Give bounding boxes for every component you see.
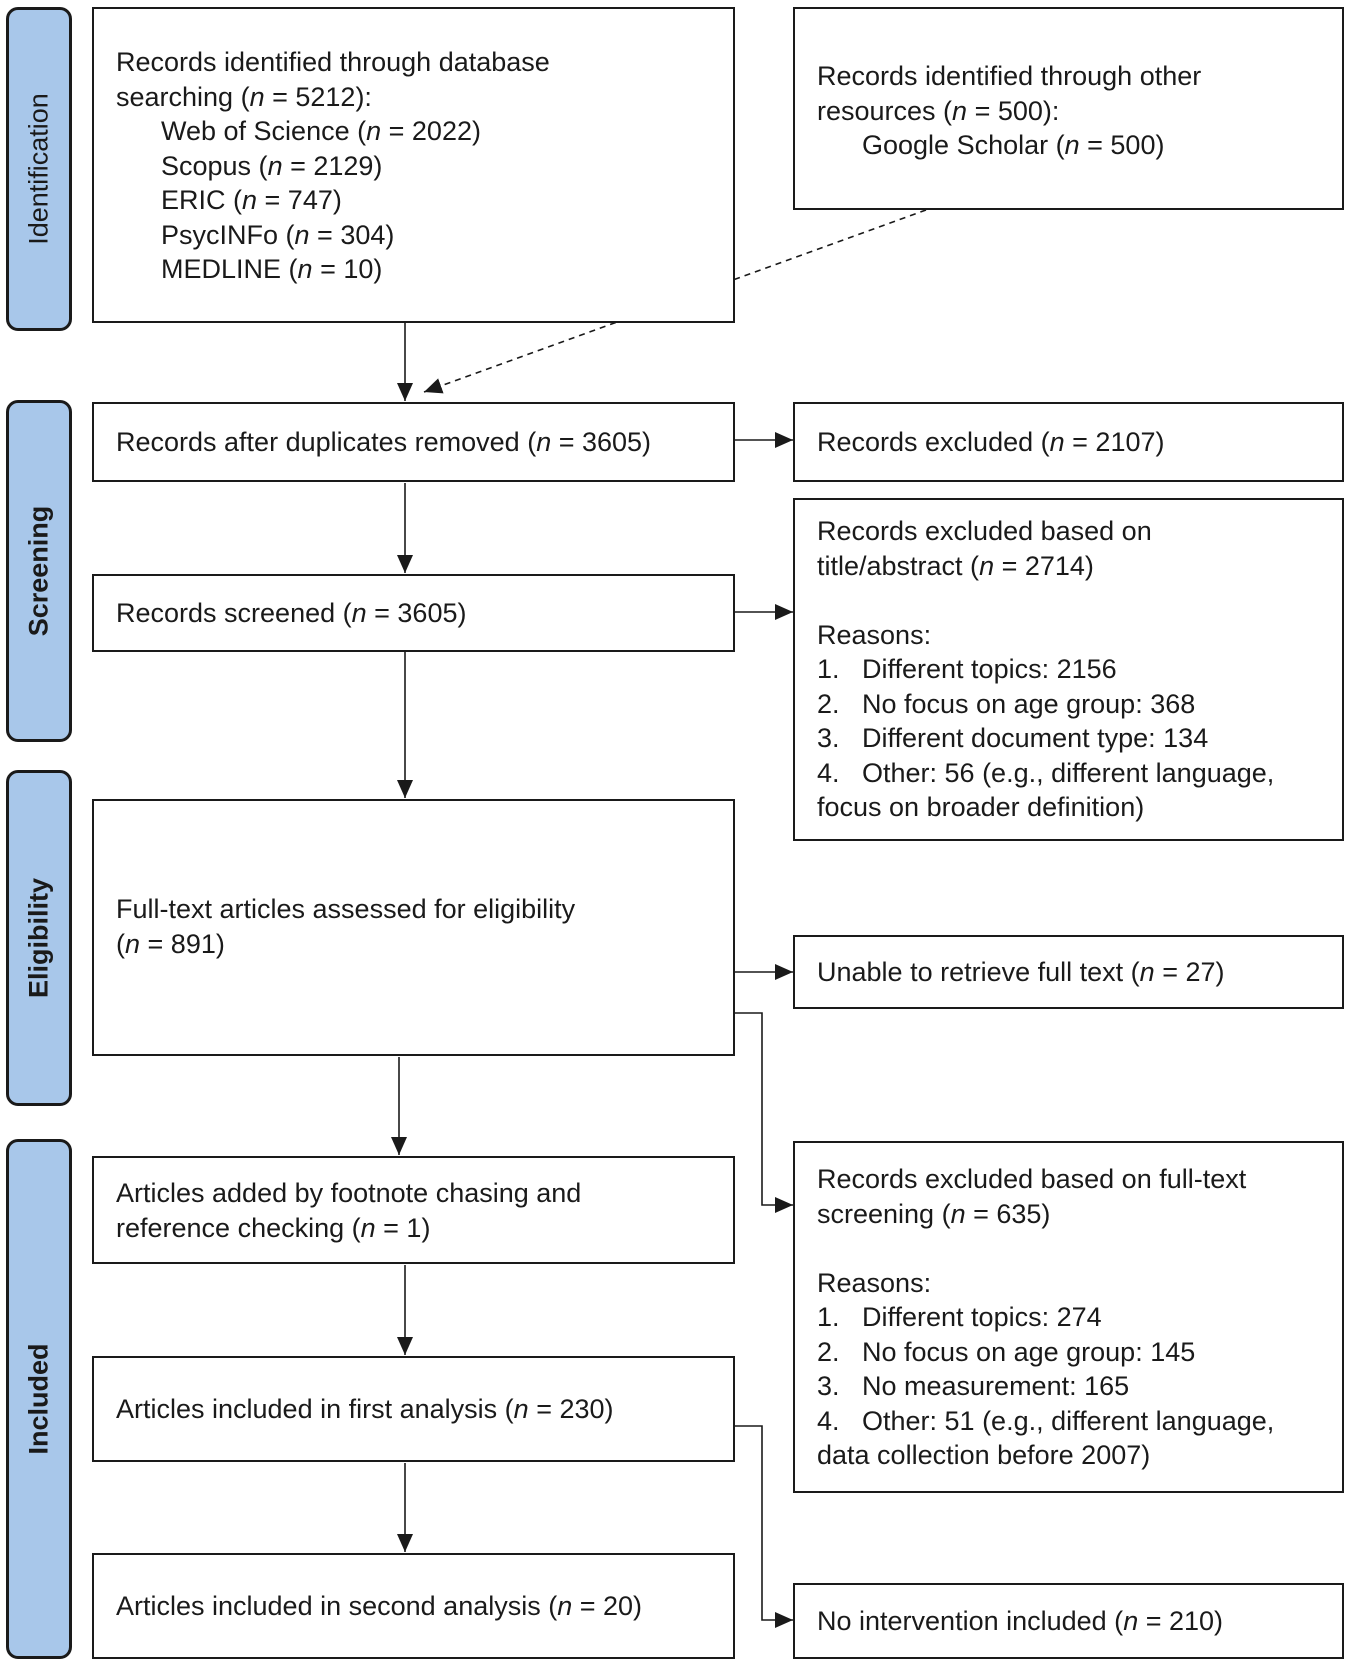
- source-web-of-science: Web of Science (n = 2022): [161, 116, 481, 146]
- excluded-title-line2: title/abstract (n = 2714): [817, 550, 1094, 581]
- excluded-title-reason-2: 2.No focus on age group: 368: [817, 688, 1196, 719]
- full-text-line1: Full-text articles assessed for eligibil…: [116, 894, 576, 924]
- db-search-line2: searching (n = 5212):: [116, 81, 372, 112]
- phase-included: Included: [6, 1139, 72, 1659]
- phase-screening: Screening: [6, 400, 72, 742]
- source-psycinfo: PsycINFo (n = 304): [161, 219, 395, 250]
- after-duplicates-text: Records after duplicates removed (n = 36…: [116, 426, 652, 457]
- excluded-title-reason-3: 3.Different document type: 134: [817, 723, 1209, 753]
- no-intervention-box: No intervention included (n = 210): [793, 1583, 1344, 1659]
- db-search-box: Records identified through database sear…: [92, 7, 735, 323]
- source-eric: ERIC (n = 747): [161, 185, 342, 215]
- source-scopus: Scopus (n = 2129): [161, 150, 383, 181]
- phase-screening-label: Screening: [23, 505, 54, 637]
- arrow-fulltext-to-excluded-fulltext: [735, 1012, 793, 1213]
- footnote-line2: reference checking (n = 1): [116, 1212, 431, 1243]
- arrow-first-to-no-intervention: [735, 1425, 793, 1628]
- excluded-title-reasons-label: Reasons:: [817, 619, 932, 650]
- first-analysis-box: Articles included in first analysis (n =…: [92, 1356, 735, 1462]
- second-analysis-box: Articles included in second analysis (n …: [92, 1553, 735, 1659]
- phase-eligibility: Eligibility: [6, 770, 72, 1106]
- other-resources-line1: Records identified through other: [817, 61, 1202, 91]
- excluded-title-line1: Records excluded based on: [817, 516, 1152, 546]
- no-intervention-text: No intervention included (n = 210): [817, 1605, 1224, 1636]
- excluded-fulltext-line1: Records excluded based on full-text: [817, 1164, 1247, 1194]
- unable-retrieve-box: Unable to retrieve full text (n = 27): [793, 935, 1344, 1009]
- db-search-line1: Records identified through database: [116, 47, 550, 77]
- source-medline: MEDLINE (n = 10): [161, 254, 383, 284]
- records-excluded-text: Records excluded (n = 2107): [817, 426, 1165, 457]
- phase-identification-label: Identification: [23, 93, 54, 245]
- records-screened-box: Records screened (n = 3605): [92, 574, 735, 652]
- excluded-title-reason-1: 1.Different topics: 2156: [817, 654, 1117, 684]
- other-resources-line2: resources (n = 500):: [817, 95, 1060, 126]
- unable-retrieve-text: Unable to retrieve full text (n = 27): [817, 956, 1225, 987]
- full-text-line2: (n = 891): [116, 928, 225, 959]
- after-duplicates-box: Records after duplicates removed (n = 36…: [92, 402, 735, 482]
- excluded-title-reason-4: 4.Other: 56 (e.g., different language,: [817, 757, 1275, 788]
- full-text-assessed-box: Full-text articles assessed for eligibil…: [92, 799, 735, 1056]
- records-screened-text: Records screened (n = 3605): [116, 597, 467, 628]
- records-excluded-box: Records excluded (n = 2107): [793, 402, 1344, 482]
- excluded-fulltext-line2: screening (n = 635): [817, 1198, 1051, 1229]
- excluded-fulltext-reason-2: 2.No focus on age group: 145: [817, 1336, 1196, 1367]
- first-analysis-text: Articles included in first analysis (n =…: [116, 1393, 614, 1424]
- phase-eligibility-label: Eligibility: [23, 877, 54, 999]
- source-google-scholar: Google Scholar (n = 500): [862, 130, 1165, 160]
- excluded-fulltext-reason-4-cont: data collection before 2007): [817, 1440, 1151, 1470]
- excluded-fulltext-reason-4: 4.Other: 51 (e.g., different language,: [817, 1405, 1275, 1436]
- other-resources-box: Records identified through other resourc…: [793, 7, 1344, 210]
- phase-identification: Identification: [6, 7, 72, 331]
- excluded-fulltext-reason-3: 3.No measurement: 165: [817, 1371, 1130, 1401]
- excluded-title-abstract-box: Records excluded based on title/abstract…: [793, 498, 1344, 841]
- excluded-fulltext-reasons-label: Reasons:: [817, 1267, 932, 1298]
- excluded-full-text-box: Records excluded based on full-text scre…: [793, 1141, 1344, 1493]
- excluded-title-reason-4-cont: focus on broader definition): [817, 792, 1145, 822]
- phase-included-label: Included: [23, 1343, 54, 1455]
- second-analysis-text: Articles included in second analysis (n …: [116, 1590, 643, 1621]
- footnote-chasing-box: Articles added by footnote chasing and r…: [92, 1156, 735, 1264]
- excluded-fulltext-reason-1: 1.Different topics: 274: [817, 1302, 1102, 1332]
- footnote-line1: Articles added by footnote chasing and: [116, 1178, 582, 1208]
